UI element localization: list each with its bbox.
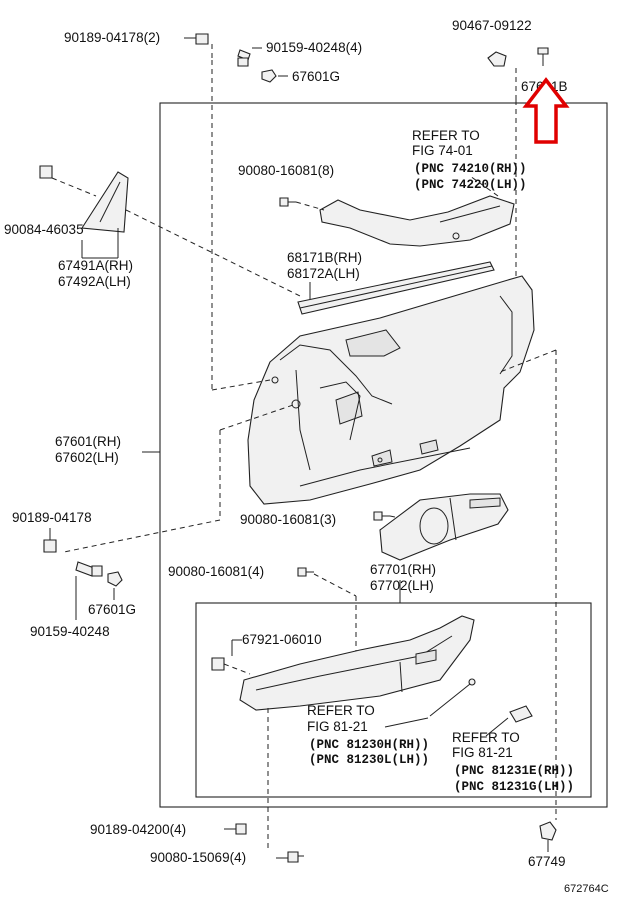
clip-armrest-icon	[211, 657, 225, 671]
highlight-arrow-icon	[522, 77, 570, 144]
screw-right-icon	[537, 47, 549, 66]
label-p7a: 67491A(RH)	[58, 258, 133, 273]
label-p3: 67601G	[292, 69, 340, 84]
ref1-line2: FIG 74-01	[412, 143, 473, 158]
clip-left-icon	[39, 165, 53, 179]
ref2-line3: (PNC 81230H(RH))	[309, 738, 429, 752]
ref2-line1: REFER TO	[307, 703, 375, 718]
cap-icon	[261, 69, 288, 83]
label-p16a: 67701(RH)	[370, 562, 436, 577]
label-p9a: 68171B(RH)	[287, 250, 362, 265]
main-frame	[159, 102, 608, 808]
ref1-line4: (PNC 74220(LH))	[414, 178, 527, 192]
ref2-line2: FIG 81-21	[307, 719, 368, 734]
triangle-cover-icon	[81, 171, 129, 233]
screw-grommet-icon	[237, 47, 262, 67]
door-trim-panel-icon	[247, 275, 535, 505]
armrest-icon	[239, 615, 475, 711]
label-p17: 67921-06010	[242, 632, 322, 647]
label-p2: 90159-40248(4)	[266, 40, 362, 55]
label-p7b: 67492A(LH)	[58, 274, 131, 289]
label-p1: 90189-04178(2)	[64, 30, 160, 45]
label-p12: 90080-16081(3)	[240, 512, 336, 527]
label-p10b: 67602(LH)	[55, 450, 119, 465]
pull-handle-icon	[319, 195, 515, 247]
ref3-line4: (PNC 81231G(LH))	[454, 780, 574, 794]
screw-armrest-icon	[297, 567, 314, 577]
screw-bottom-icon	[287, 851, 304, 863]
ref3-line3: (PNC 81231E(RH))	[454, 764, 574, 778]
ref1-line3: (PNC 74210(RH))	[414, 162, 527, 176]
label-p16b: 67702(LH)	[370, 578, 434, 593]
ref1-line1: REFER TO	[412, 128, 480, 143]
label-p19: 90080-15069(4)	[150, 850, 246, 865]
label-p11: 90189-04178	[12, 510, 92, 525]
cap-lower-icon	[107, 571, 123, 587]
diagram-id: 672764C	[564, 883, 609, 895]
weatherstrip-icon	[297, 261, 495, 315]
label-p20: 67749	[528, 854, 566, 869]
clip-right-icon	[487, 51, 507, 67]
switch-plate-icon	[509, 705, 533, 723]
lower-pocket-icon	[379, 493, 509, 561]
label-p14: 90159-40248	[30, 624, 110, 639]
label-p10a: 67601(RH)	[55, 434, 121, 449]
label-p15: 90080-16081(4)	[168, 564, 264, 579]
label-p9b: 68172A(LH)	[287, 266, 360, 281]
screw-handle-icon	[279, 197, 296, 207]
cap-bottom-icon	[539, 821, 557, 841]
ref3-line2: FIG 81-21	[452, 745, 513, 760]
label-p4: 90467-09122	[452, 18, 532, 33]
armrest-subframe	[195, 602, 592, 798]
label-p18: 90189-04200(4)	[90, 822, 186, 837]
screw-lower-icon	[75, 561, 103, 577]
label-p6: 90084-46035	[4, 222, 84, 237]
clip-icon	[184, 33, 209, 45]
clip-bottom-icon	[235, 823, 247, 835]
ref3-line1: REFER TO	[452, 730, 520, 745]
power-switch-rod-icon	[429, 678, 476, 717]
label-p8: 90080-16081(8)	[238, 163, 334, 178]
label-p13: 67601G	[88, 602, 136, 617]
ref2-line4: (PNC 81230L(LH))	[309, 753, 429, 767]
screw-pocket-icon	[373, 511, 390, 521]
clip-lower-icon	[43, 539, 57, 553]
